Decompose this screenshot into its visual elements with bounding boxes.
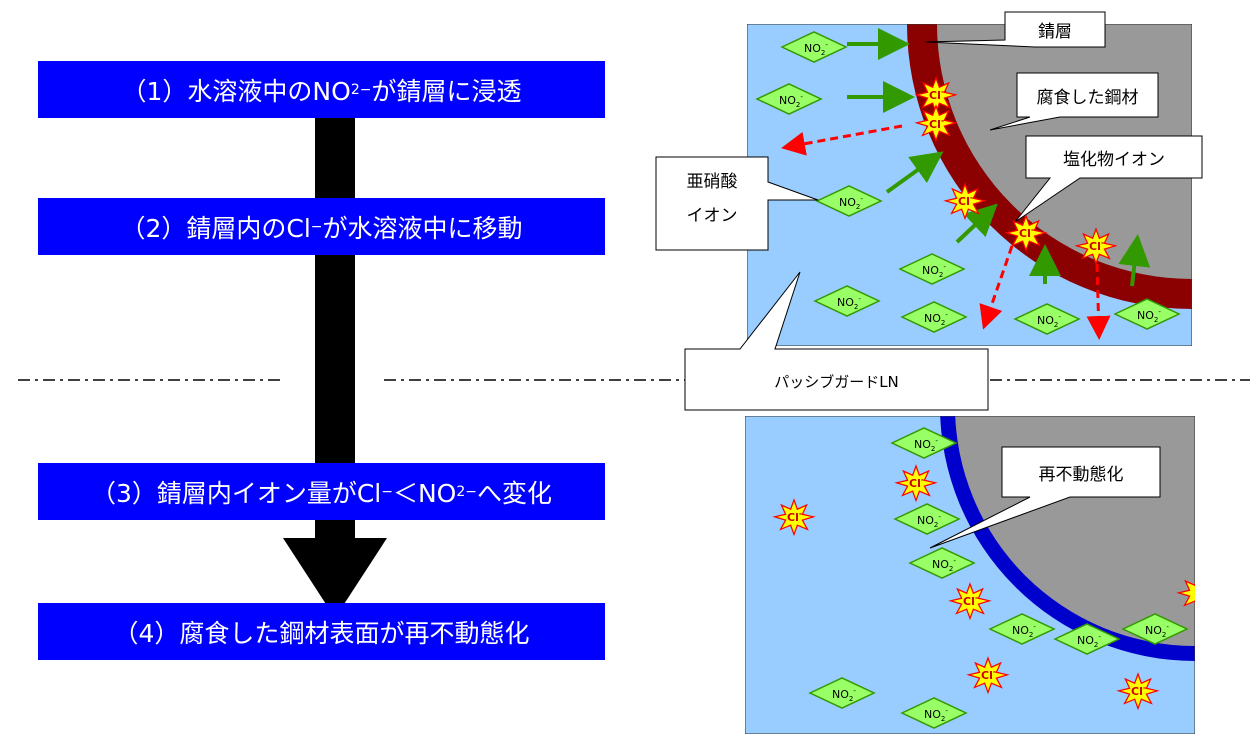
nitrite-ion: NO2- <box>898 253 966 285</box>
nitrite-ion: NO2- <box>988 613 1056 645</box>
svg-text:Cl-: Cl- <box>981 667 996 682</box>
chloride-ion <box>1074 227 1118 266</box>
separator-line <box>18 379 1250 381</box>
step-3-suffix: へ変化 <box>477 478 553 508</box>
step-1-sub: 2 <box>350 81 360 98</box>
step-3-sub: 2 <box>456 483 466 500</box>
chloride-ion <box>1004 214 1048 253</box>
chloride-ion <box>914 104 958 143</box>
top-green-arrows <box>847 28 1151 287</box>
callout-corroded-steel: 腐食した鋼材 <box>1036 87 1139 108</box>
callout-rust-layer: 錆層 <box>1038 22 1072 42</box>
step-4-text: （4）腐食した鋼材表面が再不動態化 <box>113 618 530 648</box>
callout-product: パッシブガードLN <box>774 373 899 391</box>
svg-text:Cl-: Cl- <box>958 193 973 208</box>
step-2-suffix: が水溶液中に移動 <box>322 213 523 243</box>
nitrite-ion: NO2- <box>1121 613 1189 645</box>
nitrite-ion: NO2- <box>813 285 881 317</box>
step-4: （4）腐食した鋼材表面が再不動態化 <box>38 603 605 660</box>
chloride-ion <box>943 182 987 221</box>
step-3-sup2: − <box>465 483 478 500</box>
callout-nitrite-ion: 亜硝酸 イオン <box>656 165 768 233</box>
callout-nitrite-line1: 亜硝酸 <box>686 172 738 192</box>
nitrite-ion: NO2- <box>755 83 823 115</box>
step-1-sup: − <box>359 81 372 98</box>
nitrite-ion: NO2- <box>908 547 976 579</box>
top-chloride-ions: Cl- Cl- Cl- Cl- Cl- <box>914 76 1118 266</box>
nitrite-ion: NO2- <box>1113 298 1181 330</box>
bottom-nitrite-ions: NO2- NO2- NO2- NO2- NO2- NO2- NO2- NO2- <box>808 427 1189 729</box>
step-2-prefix: （2）錆層内のCl <box>120 213 311 243</box>
step-3-sup1: − <box>381 483 393 500</box>
top-red-arrows <box>781 124 1111 340</box>
callout-repassivation: 再不動態化 <box>1038 464 1124 485</box>
svg-text:Cl-: Cl- <box>963 593 978 608</box>
bottom-chloride-ions: Cl- Cl- Cl- Cl- Cl- <box>772 464 1195 711</box>
callout-chloride-ion: 塩化物イオン <box>1063 149 1165 170</box>
step-3-prefix: （3）錆層内イオン量がCl <box>90 478 382 508</box>
nitrite-ion: NO2- <box>1053 623 1121 655</box>
nitrite-ion: NO2- <box>890 427 958 459</box>
top-nitrite-ions: NO2- NO2- NO2- NO2- NO2- NO2- NO2- NO2- <box>755 31 1181 335</box>
nitrite-ion: NO2- <box>1013 303 1081 335</box>
svg-text:Cl-: Cl- <box>1131 683 1146 698</box>
process-arrow-head <box>283 538 387 618</box>
svg-text:Cl-: Cl- <box>929 116 944 131</box>
step-1-suffix: が錆層に浸透 <box>371 76 522 106</box>
nitrite-ion: NO2- <box>780 31 848 63</box>
step-2: （2）錆層内のCl−が水溶液中に移動 <box>38 198 605 255</box>
step-1-prefix: （1）水溶液中のNO <box>121 76 351 106</box>
svg-text:Cl-: Cl- <box>787 509 802 524</box>
svg-text:Cl-: Cl- <box>909 475 924 490</box>
callout-nitrite-line2: イオン <box>686 206 738 226</box>
svg-text:Cl-: Cl- <box>1019 225 1034 240</box>
nitrite-ion: NO2- <box>893 503 961 535</box>
nitrite-ion: NO2- <box>808 677 876 709</box>
step-2-sup: − <box>310 218 323 235</box>
step-3-mid: ＜NO <box>392 478 457 508</box>
nitrite-ion: NO2- <box>900 301 968 333</box>
svg-text:Cl-: Cl- <box>1089 238 1104 253</box>
nitrite-ion: NO2- <box>815 185 883 217</box>
svg-text:Cl-: Cl- <box>929 87 944 102</box>
nitrite-ion: NO2- <box>900 697 968 729</box>
